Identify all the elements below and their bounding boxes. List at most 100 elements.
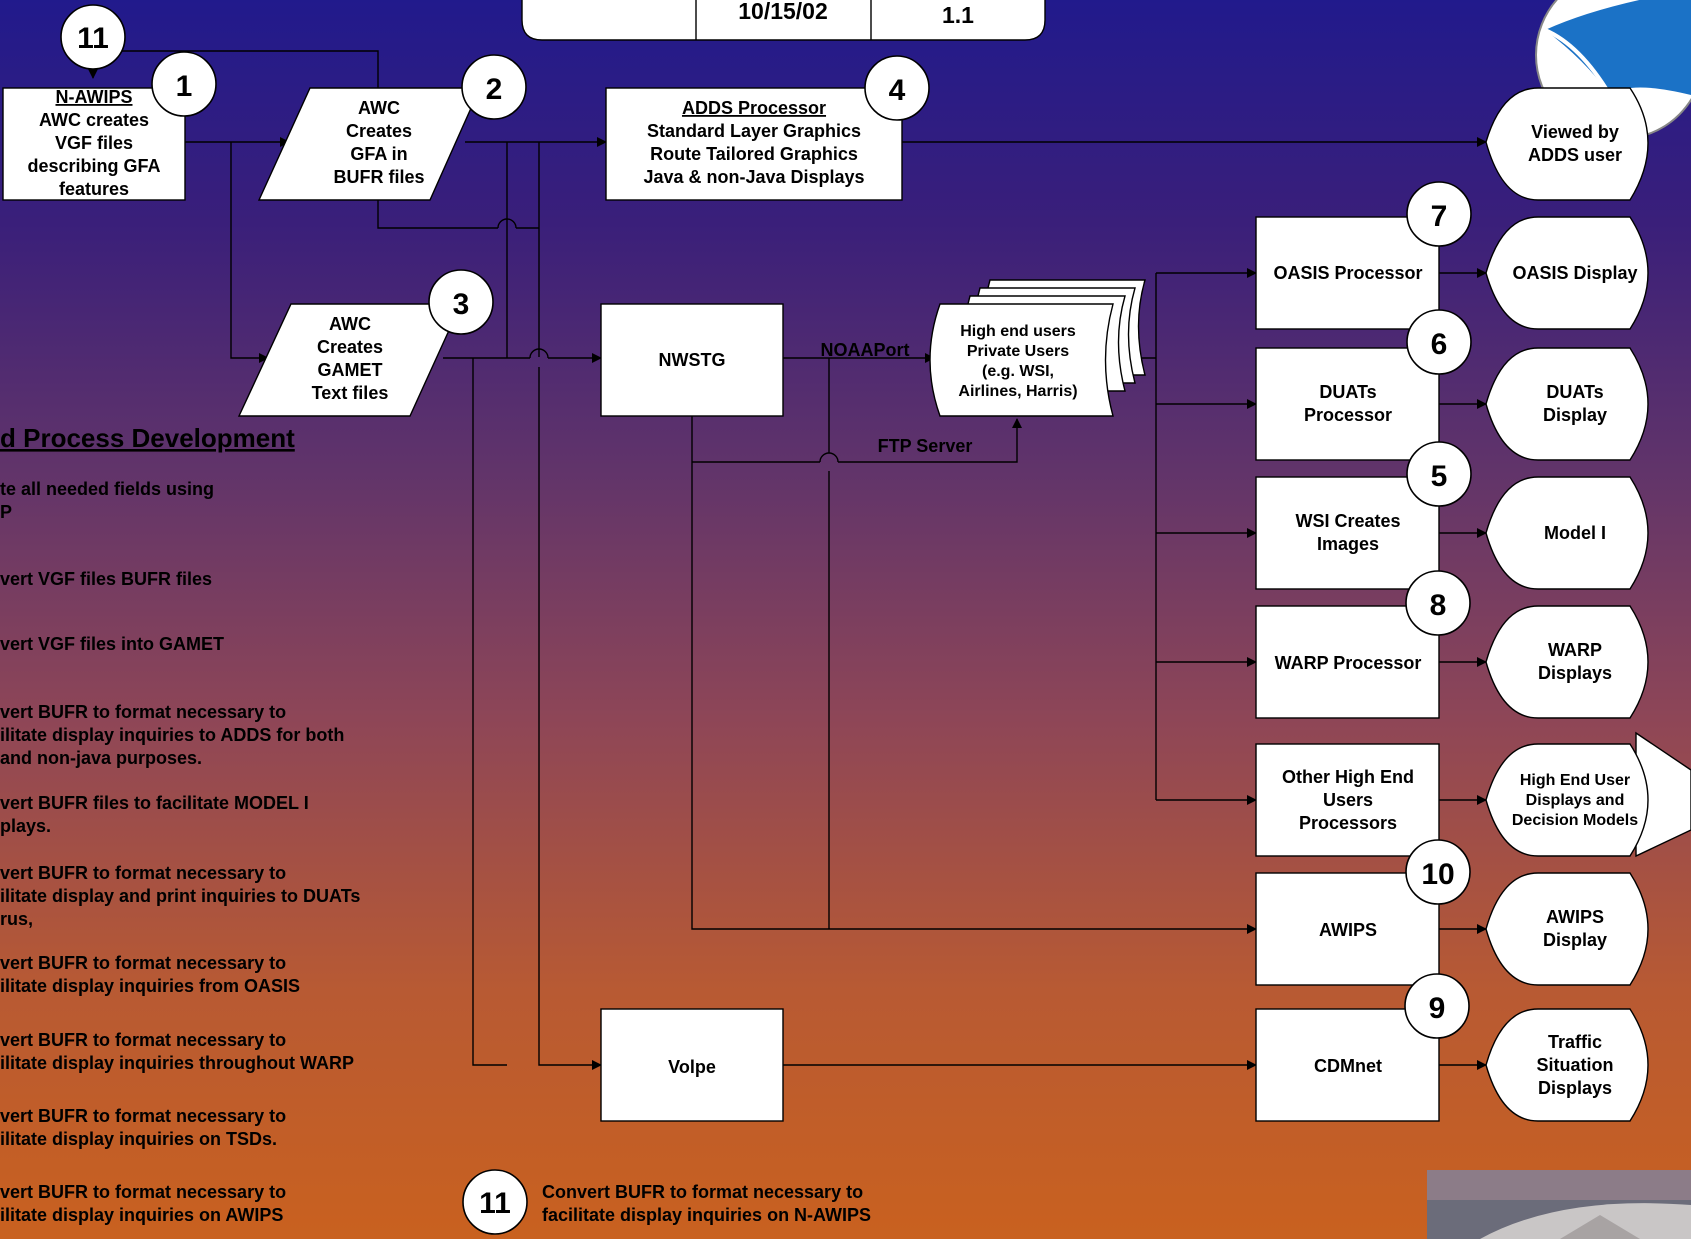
display-label: Decision Models <box>1512 812 1638 829</box>
legend-item-2: vert VGF files BUFR files <box>0 569 212 589</box>
legend-line: vert BUFR to format necessary to <box>0 1030 286 1050</box>
version-date: 10/15/02 <box>738 0 828 24</box>
connectors <box>88 50 1487 1070</box>
processor-label: WARP Processor <box>1275 653 1422 673</box>
viewed-adds-line: ADDS user <box>1528 145 1622 165</box>
high-end-line: Private Users <box>967 343 1069 360</box>
badge-number: 7 <box>1431 200 1448 233</box>
badge-3: 3 <box>428 269 494 335</box>
processor-oasis: OASIS Processor <box>1255 216 1440 330</box>
display-label: OASIS Display <box>1512 263 1637 283</box>
legend-line: vert VGF files BUFR files <box>0 569 212 589</box>
legend-line: and non-java purposes. <box>0 748 202 768</box>
step-1-line: AWC creates <box>39 110 149 130</box>
badge-4: 4 <box>864 55 930 121</box>
badge-6: 6 <box>1406 309 1472 375</box>
processor-label: Processor <box>1304 405 1392 425</box>
step-3-gamet-text: AWC Creates GAMET Text files <box>237 303 463 417</box>
display-traffic-situation: Traffic Situation Displays <box>1485 1008 1649 1122</box>
legend-line: vert VGF files into GAMET <box>0 634 224 654</box>
high-end-users-node: High end users Private Users (e.g. WSI, … <box>929 279 1146 417</box>
badge-number: 11 <box>77 22 109 55</box>
badge-number: 2 <box>486 73 503 106</box>
step-4-line: Route Tailored Graphics <box>650 144 858 164</box>
processor-label: Users <box>1323 790 1373 810</box>
legend-item-9: vert BUFR to format necessary to ilitate… <box>0 1106 286 1149</box>
volpe-node: Volpe <box>600 1008 784 1122</box>
legend-line: ilitate display and print inquiries to D… <box>0 886 360 906</box>
step-2-line: BUFR files <box>333 167 424 187</box>
badge-number: 11 <box>479 1187 511 1220</box>
ftp-server-label: FTP Server <box>878 436 973 456</box>
processor-wsi: WSI Creates Images <box>1255 476 1440 590</box>
badge-8: 8 <box>1405 570 1471 636</box>
legend-item-4: vert BUFR to format necessary to ilitate… <box>0 702 344 768</box>
legend-item-1: te all needed fields using P <box>0 479 214 522</box>
step-4-line: Java & non-Java Displays <box>643 167 864 187</box>
legend-line: vert BUFR to format necessary to <box>0 863 286 883</box>
processor-label: Images <box>1317 534 1379 554</box>
display-label: AWIPS <box>1546 907 1604 927</box>
display-oasis: OASIS Display <box>1485 216 1649 330</box>
processor-warp: WARP Processor <box>1255 605 1440 719</box>
airplane-photo <box>1427 1170 1691 1239</box>
legend-line: vert BUFR to format necessary to <box>0 702 286 722</box>
high-end-line: High end users <box>960 323 1076 340</box>
version-number: 1.1 <box>942 2 974 28</box>
legend-line: ilitate display inquiries throughout WAR… <box>0 1053 354 1073</box>
processor-label: Processors <box>1299 813 1397 833</box>
badge-1: 1 <box>151 51 217 117</box>
badge-10: 10 <box>1405 839 1471 905</box>
legend-line: facilitate display inquiries on N-AWIPS <box>542 1205 871 1225</box>
legend-line: rus, <box>0 909 33 929</box>
legend-line: vert BUFR to format necessary to <box>0 1106 286 1126</box>
step-4-title: ADDS Processor <box>682 98 826 118</box>
noaaport-label: NOAAPort <box>821 340 910 360</box>
display-model-i: Model I <box>1485 476 1649 590</box>
processor-label: CDMnet <box>1314 1056 1382 1076</box>
processor-label: Other High End <box>1282 767 1414 787</box>
display-awips: AWIPS Display <box>1485 872 1649 986</box>
legend-item-5: vert BUFR files to facilitate MODEL I pl… <box>0 793 309 836</box>
badge-number: 10 <box>1421 858 1454 891</box>
badge-number: 4 <box>889 74 906 107</box>
processor-other-high-end: Other High End Users Processors <box>1255 743 1440 857</box>
badge-9: 9 <box>1404 973 1470 1039</box>
badge-number: 6 <box>1431 328 1448 361</box>
display-warp: WARP Displays <box>1485 605 1649 719</box>
legend-item-3: vert VGF files into GAMET <box>0 634 224 654</box>
step-3-line: AWC <box>329 314 371 334</box>
processor-duats: DUATs Processor <box>1255 347 1440 461</box>
display-label: Display <box>1543 405 1607 425</box>
processor-awips: AWIPS <box>1255 872 1440 986</box>
badge-7: 7 <box>1406 181 1472 247</box>
badge-number: 9 <box>1429 992 1446 1025</box>
badge-number: 3 <box>453 288 470 321</box>
processor-label: OASIS Processor <box>1273 263 1422 283</box>
step-1-title: N-AWIPS <box>55 87 132 107</box>
processor-label: WSI Creates <box>1295 511 1400 531</box>
volpe-label: Volpe <box>668 1057 716 1077</box>
step-3-line: Text files <box>312 383 389 403</box>
legend-line: te all needed fields using <box>0 479 214 499</box>
step-1-line: describing GFA <box>27 156 160 176</box>
legend-line: vert BUFR to format necessary to <box>0 1182 286 1202</box>
step-4-adds-processor: ADDS Processor Standard Layer Graphics R… <box>605 87 903 201</box>
display-label: Model I <box>1544 523 1606 543</box>
step-1-line: features <box>59 179 129 199</box>
legend-line: vert BUFR files to facilitate MODEL I <box>0 793 309 813</box>
legend-item-11: 11 Convert BUFR to format necessary to f… <box>462 1169 871 1235</box>
display-label: Displays and <box>1526 792 1625 809</box>
legend-line: plays. <box>0 816 51 836</box>
step-1-n-awips: N-AWIPS AWC creates VGF files describing… <box>2 87 186 201</box>
nwstg-node: NWSTG <box>600 303 784 417</box>
display-label: Displays <box>1538 663 1612 683</box>
badge-number: 1 <box>176 70 193 103</box>
display-label: High End User <box>1520 772 1630 789</box>
legend-line: ilitate display inquiries from OASIS <box>0 976 300 996</box>
nwstg-label: NWSTG <box>659 350 726 370</box>
legend-line: vert BUFR to format necessary to <box>0 953 286 973</box>
legend-item-8: vert BUFR to format necessary to ilitate… <box>0 1030 354 1073</box>
number-badges: 11 1 2 3 4 7 6 5 <box>60 4 1472 1039</box>
